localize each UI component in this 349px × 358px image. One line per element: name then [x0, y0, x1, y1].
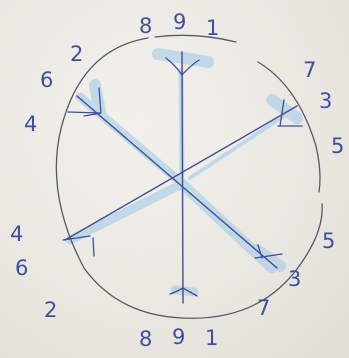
digit-lower-right-2: 3 — [288, 269, 301, 290]
digit-top-center: 9 — [173, 12, 186, 33]
digit-bottom-left: 8 — [139, 329, 152, 350]
digit-top-right: 1 — [206, 18, 219, 39]
digit-upper-left-1: 2 — [70, 44, 83, 65]
digit-upper-left-3: 4 — [24, 114, 37, 135]
digit-bottom-right: 1 — [205, 328, 218, 349]
digit-upper-right-2: 3 — [319, 91, 332, 112]
digit-top-left: 8 — [139, 16, 152, 37]
digit-bottom-center: 9 — [172, 327, 185, 348]
digit-lower-left-3: 2 — [44, 300, 57, 321]
digit-upper-right-3: 5 — [331, 136, 344, 157]
digit-upper-left-2: 6 — [40, 70, 53, 91]
highlight-upper-right-spoke — [190, 112, 290, 178]
digit-lower-right-1: 5 — [322, 231, 335, 252]
spoke-diagonal-down — [77, 96, 277, 268]
digit-lower-left-2: 6 — [15, 258, 28, 279]
circle-arc-top — [155, 35, 236, 42]
spoke-vertical — [182, 52, 183, 303]
digit-upper-right-1: 7 — [303, 60, 316, 81]
highlight-lower-left-spoke — [70, 186, 178, 240]
digit-lower-right-3: 7 — [257, 298, 270, 319]
digit-lower-left-1: 4 — [10, 224, 23, 245]
